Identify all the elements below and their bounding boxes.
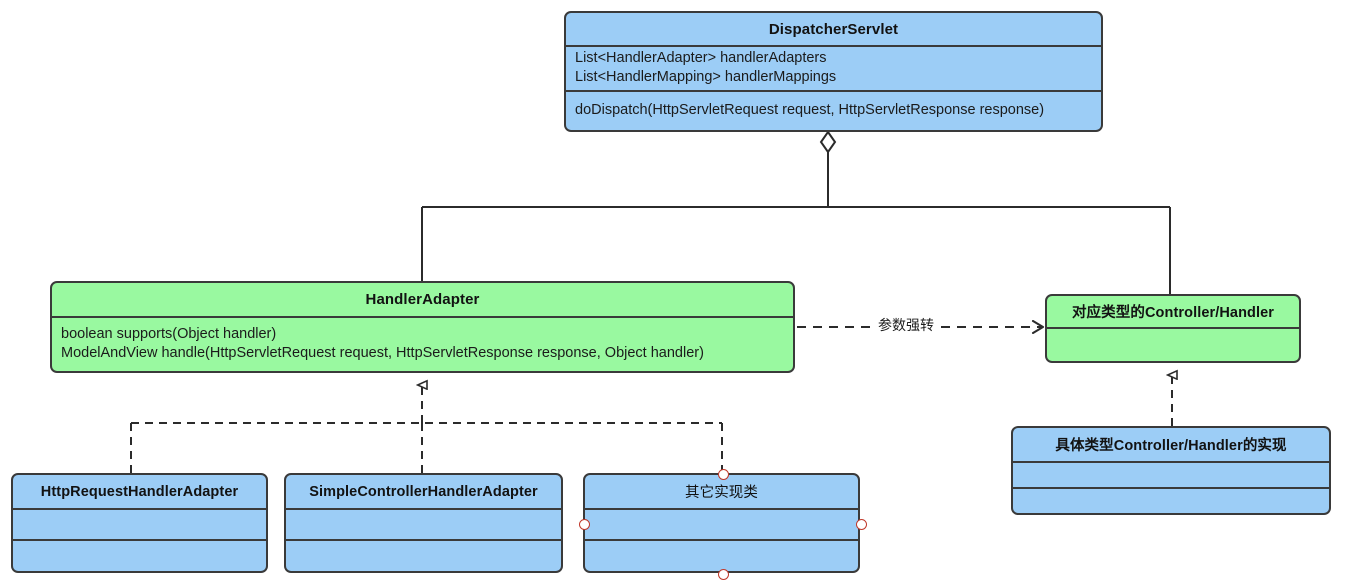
class-box-controller-handler[interactable]: 对应类型的Controller/Handler xyxy=(1045,294,1301,363)
class-title-controller-handler-impl: 具体类型Controller/Handler的实现 xyxy=(1055,438,1287,454)
realization-edges-handleradapter xyxy=(130,385,723,473)
field-row: List<HandlerAdapter> handlerAdapters xyxy=(575,49,827,66)
class-title-dispatcher-servlet: DispatcherServlet xyxy=(768,20,899,38)
field-row: List<HandlerMapping> handlerMappings xyxy=(575,69,837,85)
selection-handle-top[interactable] xyxy=(717,468,729,480)
class-fields-controller-handler-impl xyxy=(1013,461,1329,487)
selection-handle-left[interactable] xyxy=(578,518,590,530)
class-methods-dispatcher-servlet: doDispatch(HttpServletRequest request, H… xyxy=(566,90,1101,130)
class-fields-http-request-handler-adapter xyxy=(13,508,266,539)
class-title-http-request-handler-adapter: HttpRequestHandlerAdapter xyxy=(40,483,239,500)
class-title-handler-adapter: HandlerAdapter xyxy=(365,291,480,308)
class-box-simple-controller-handler-adapter[interactable]: SimpleControllerHandlerAdapter xyxy=(284,473,563,573)
aggregation-diamond xyxy=(819,130,837,154)
class-methods-handler-adapter: boolean supports(Object handler) ModelAn… xyxy=(52,316,793,371)
class-fields-other-impl xyxy=(585,508,858,539)
class-methods-http-request-handler-adapter xyxy=(13,539,266,570)
class-box-http-request-handler-adapter[interactable]: HttpRequestHandlerAdapter xyxy=(11,473,268,573)
edge-label-cast: 参数强转 xyxy=(876,317,936,333)
class-methods-other-impl xyxy=(585,539,858,570)
class-fields-dispatcher-servlet: List<HandlerAdapter> handlerAdapters Lis… xyxy=(566,45,1101,90)
class-title-simple-controller-handler-adapter: SimpleControllerHandlerAdapter xyxy=(309,483,538,500)
class-box-controller-handler-impl[interactable]: 具体类型Controller/Handler的实现 xyxy=(1011,426,1331,515)
method-row: boolean supports(Object handler) xyxy=(61,325,277,342)
class-fields-simple-controller-handler-adapter xyxy=(286,508,561,539)
method-row: ModelAndView handle(HttpServletRequest r… xyxy=(61,345,704,361)
class-title-controller-handler: 对应类型的Controller/Handler xyxy=(1071,305,1275,321)
method-row: doDispatch(HttpServletRequest request, H… xyxy=(575,101,1045,118)
class-box-handler-adapter[interactable]: HandlerAdapter boolean supports(Object h… xyxy=(50,281,795,373)
selection-handle-bottom[interactable] xyxy=(717,568,729,580)
class-body-controller-handler xyxy=(1047,327,1299,361)
class-methods-simple-controller-handler-adapter xyxy=(286,539,561,570)
class-title-other-impl: 其它实现类 xyxy=(685,485,758,501)
class-methods-controller-handler-impl xyxy=(1013,487,1329,513)
class-box-other-impl[interactable]: 其它实现类 xyxy=(583,473,860,573)
aggregation-edge-dispatcher xyxy=(421,152,1171,294)
selection-handle-right[interactable] xyxy=(855,518,867,530)
class-box-dispatcher-servlet[interactable]: DispatcherServlet List<HandlerAdapter> h… xyxy=(564,11,1103,132)
